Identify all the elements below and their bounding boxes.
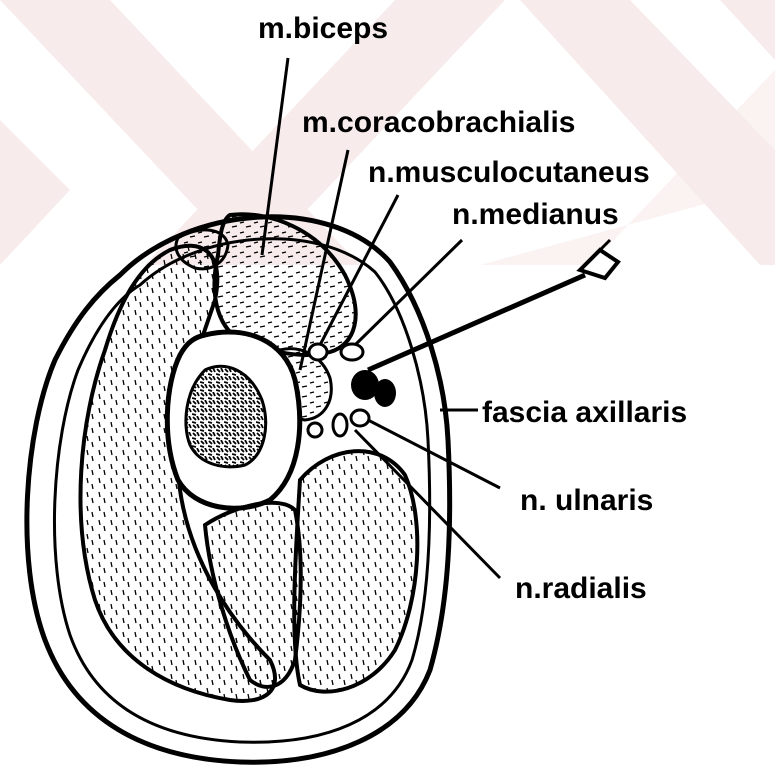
leader-medianus (355, 240, 462, 345)
label-biceps: m.biceps (258, 12, 388, 45)
small-vessel (308, 423, 322, 437)
ulnar-nerve (351, 410, 369, 426)
biceps-small-head (176, 230, 228, 269)
label-radialis: n.radialis (515, 572, 647, 605)
radial-nerve (333, 414, 347, 436)
label-coracobrachialis: m.coracobrachialis (302, 106, 575, 139)
label-medianus: n.medianus (452, 198, 619, 231)
musculocutaneus-nerve (309, 344, 327, 360)
anterior-lower-muscle (294, 451, 417, 692)
label-ulnaris: n. ulnaris (520, 484, 653, 517)
axillary-vein (374, 379, 396, 407)
median-nerve (341, 344, 363, 360)
label-fascia-axillaris: fascia axillaris (482, 396, 687, 429)
label-musculocutaneus: n.musculocutaneus (368, 156, 650, 189)
